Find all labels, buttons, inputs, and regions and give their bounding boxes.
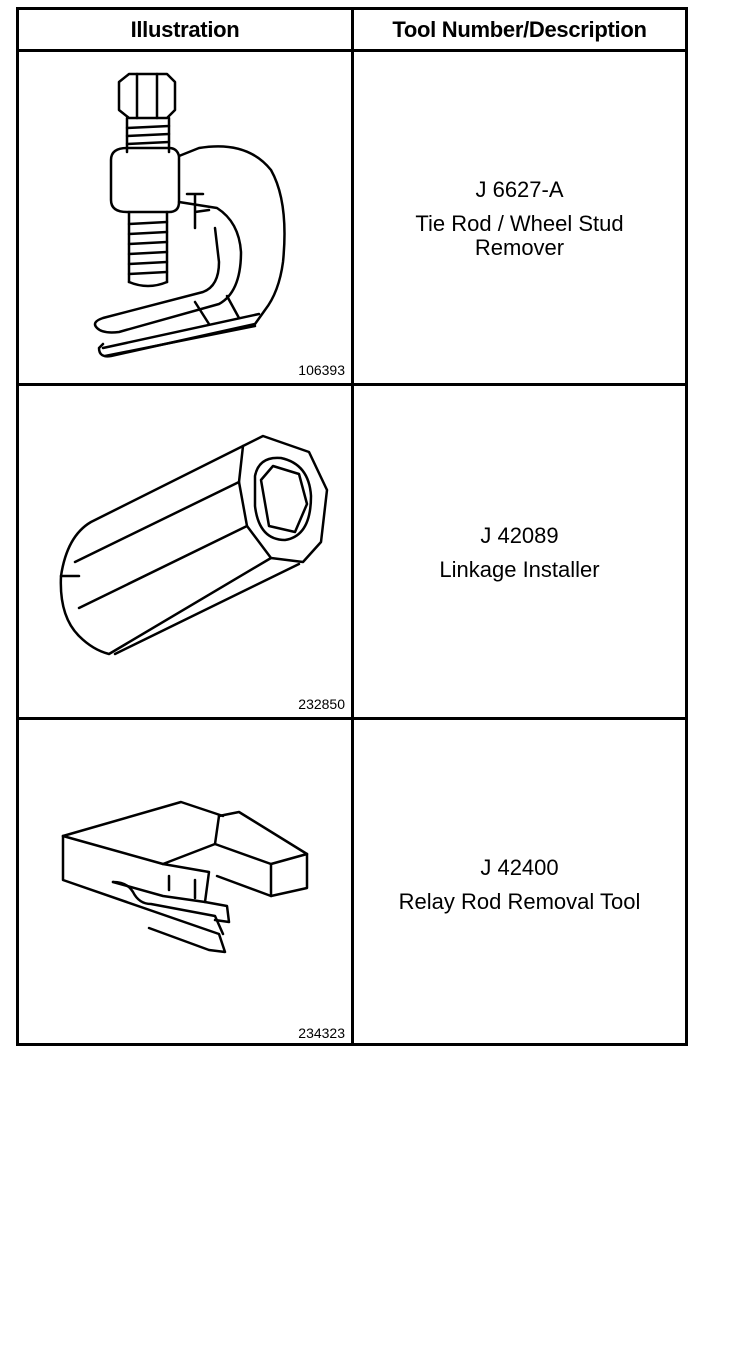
illustration-cell: 232850 [19, 386, 351, 720]
tool-description: Relay Rod Removal Tool [398, 888, 641, 914]
row-divider [19, 383, 685, 386]
tool-number: J 42400 [480, 854, 559, 880]
tools-table: Illustration Tool Number/Description [16, 7, 688, 1046]
figure-number: 106393 [298, 362, 345, 378]
linkage-installer-icon [59, 434, 329, 656]
tool-description: Tie Rod / Wheel Stud Remover [415, 211, 624, 260]
header-tool-description: Tool Number/Description [392, 17, 647, 42]
tool-description: Linkage Installer [439, 557, 600, 582]
tie-rod-remover-icon [93, 72, 286, 358]
table-row: 232850 J 42089 Linkage Installer [19, 386, 685, 720]
column-divider [351, 10, 354, 1043]
illustration-cell: 106393 [19, 52, 351, 386]
figure-number: 234323 [298, 1025, 345, 1041]
relay-rod-removal-tool-icon [61, 800, 309, 954]
table-row: 106393 J 6627-A Tie Rod / Wheel Stud Rem… [19, 52, 685, 386]
description-cell: J 42400 Relay Rod Removal Tool [354, 720, 685, 1049]
description-cell: J 6627-A Tie Rod / Wheel Stud Remover [354, 52, 685, 386]
tool-number: J 6627-A [475, 177, 564, 202]
illustration-cell: 234323 [19, 720, 351, 1049]
description-cell: J 42089 Linkage Installer [354, 386, 685, 720]
figure-number: 232850 [298, 696, 345, 712]
row-divider [19, 717, 685, 720]
table-row: 234323 J 42400 Relay Rod Removal Tool [19, 720, 685, 1049]
header-illustration: Illustration [130, 17, 240, 42]
tool-number: J 42089 [480, 523, 559, 548]
